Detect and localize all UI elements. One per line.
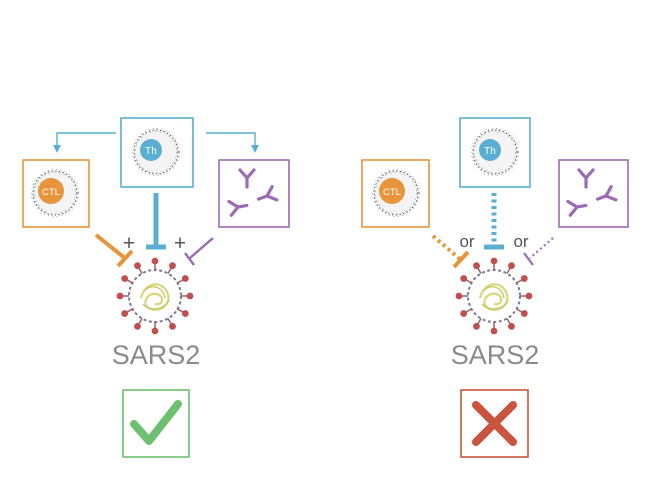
virus-label: SARS2 bbox=[451, 340, 540, 370]
th-cell-box: Th bbox=[120, 117, 194, 188]
plus-operator-left: + bbox=[123, 232, 135, 255]
right-panel: Th CTL or or bbox=[361, 117, 629, 458]
th-inhibit-line bbox=[146, 193, 166, 250]
th-cell-box: Th bbox=[459, 117, 531, 188]
or-operator-left: or bbox=[459, 232, 474, 251]
sars2-virus-icon bbox=[115, 256, 195, 336]
antibody-inhibit-line bbox=[523, 237, 554, 266]
cross-icon bbox=[460, 389, 529, 458]
sars2-virus-icon bbox=[454, 256, 534, 336]
antibody-box bbox=[218, 159, 290, 228]
ctl-label: CTL bbox=[42, 187, 60, 198]
antibody-inhibit-line bbox=[184, 237, 214, 266]
th-to-ctl-arrow bbox=[53, 132, 116, 153]
ctl-cell-box: CTL bbox=[22, 159, 90, 228]
ctl-inhibit-line bbox=[94, 233, 134, 268]
ctl-inhibit-line bbox=[431, 234, 470, 269]
ctl-nucleus-icon bbox=[379, 178, 405, 204]
or-operator-right: or bbox=[513, 232, 528, 251]
th-label: Th bbox=[145, 146, 157, 157]
check-icon bbox=[122, 389, 190, 458]
th-inhibit-line bbox=[484, 193, 504, 250]
plus-operator-right: + bbox=[174, 232, 186, 255]
th-to-antibody-arrow bbox=[206, 132, 259, 153]
ctl-label: CTL bbox=[383, 187, 401, 198]
th-label: Th bbox=[484, 146, 496, 157]
ctl-cell-box: CTL bbox=[361, 159, 430, 228]
th-nucleus-icon bbox=[479, 139, 501, 161]
th-nucleus-icon bbox=[140, 139, 162, 161]
left-panel: Th CTL + bbox=[22, 117, 290, 458]
virus-label: SARS2 bbox=[112, 340, 201, 370]
ctl-nucleus-icon bbox=[38, 178, 64, 204]
antibody-box bbox=[558, 159, 629, 228]
